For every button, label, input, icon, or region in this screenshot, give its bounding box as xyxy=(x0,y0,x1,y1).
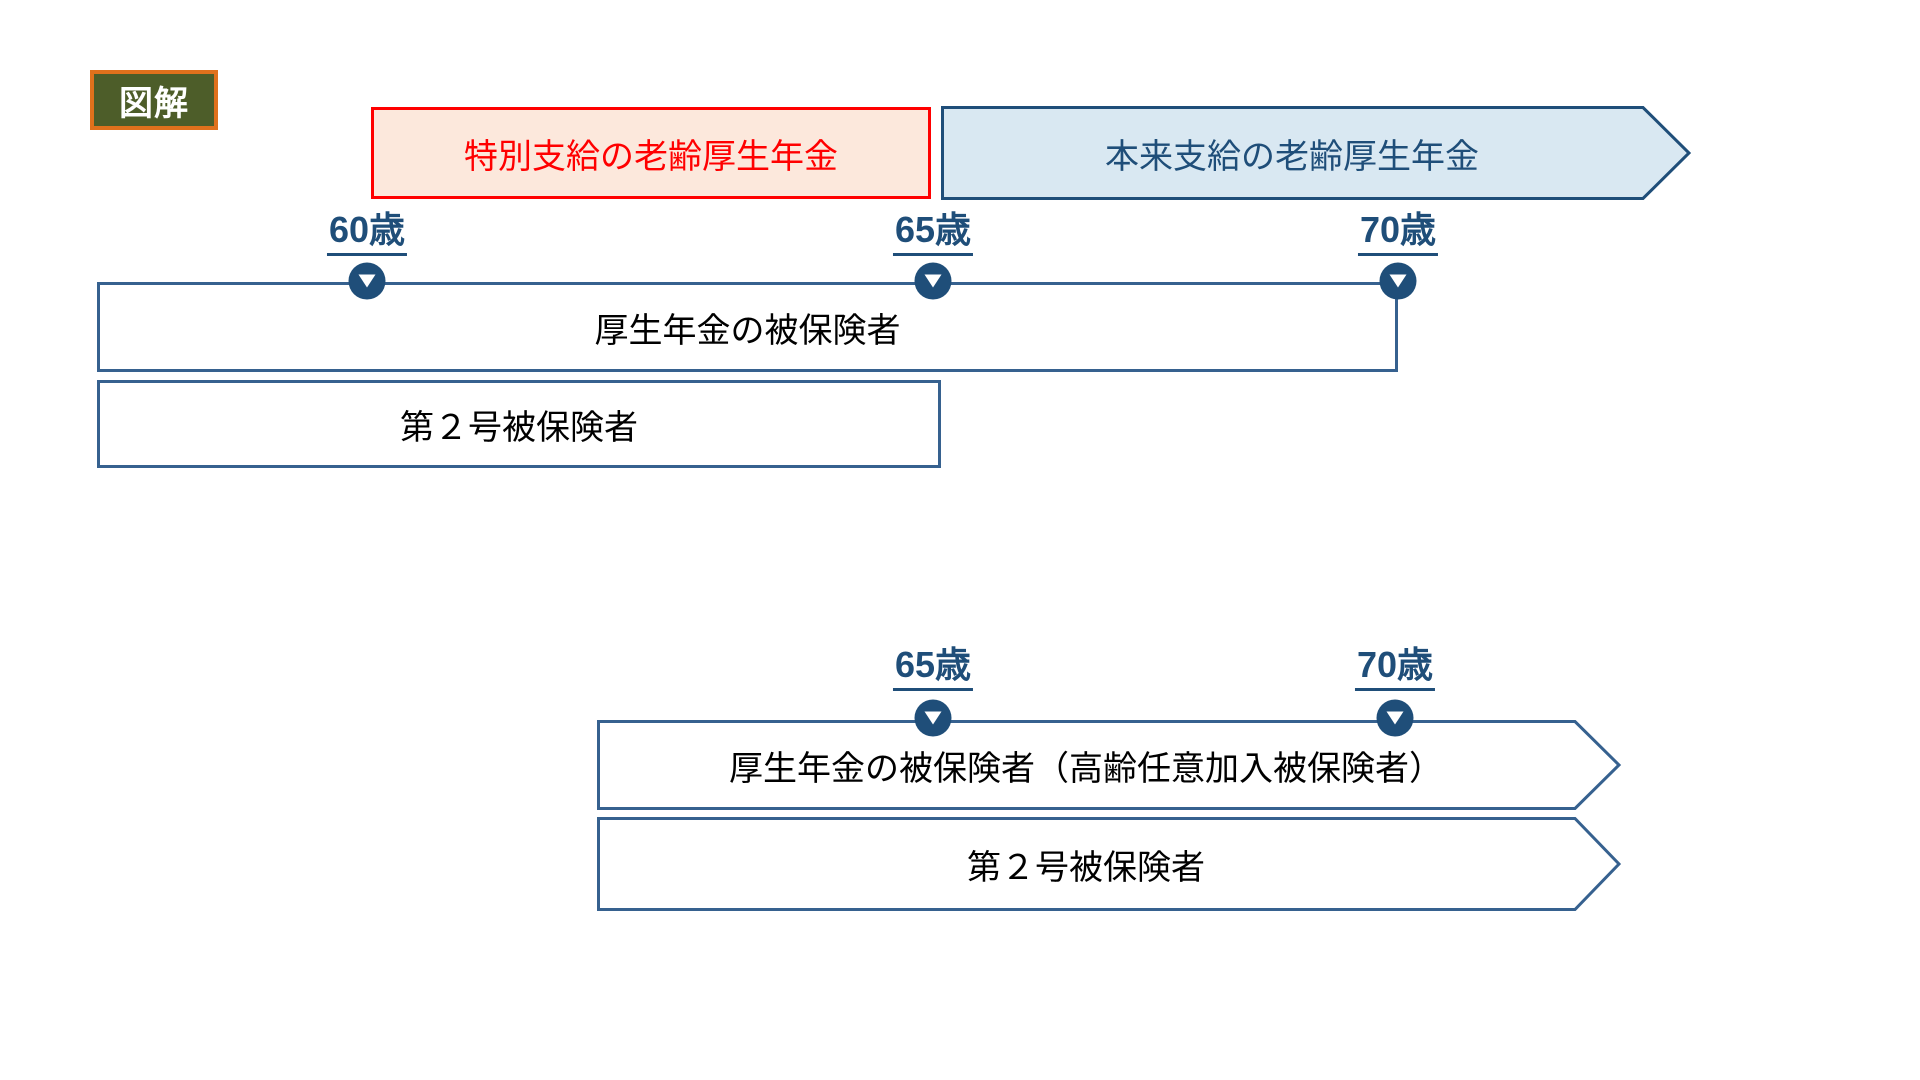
insured-person-box: 厚生年金の被保険者 xyxy=(97,282,1398,372)
special-pension-label: 特別支給の老齢厚生年金 xyxy=(464,137,838,176)
category2-insured-label-upper: 第２号被保険者 xyxy=(400,408,638,447)
special-pension-box: 特別支給の老齢厚生年金 xyxy=(371,107,931,199)
diagram-badge: 図解 xyxy=(90,70,218,130)
regular-pension-arrow-shape xyxy=(941,106,1691,200)
insured-person-label: 厚生年金の被保険者 xyxy=(594,311,901,350)
age-marker-65-lower-icon xyxy=(914,699,952,737)
age-marker-65-icon xyxy=(914,262,952,300)
category2-insured-arrow-shape xyxy=(597,817,1622,911)
age-label-70: 70歳 xyxy=(1357,210,1439,256)
voluntary-insured-arrow-shape xyxy=(597,720,1622,810)
category2-insured-box-upper: 第２号被保険者 xyxy=(97,380,941,468)
age-label-65-lower: 65歳 xyxy=(892,645,974,691)
age-label-70-lower: 70歳 xyxy=(1354,645,1436,691)
age-marker-60-icon xyxy=(348,262,386,300)
age-marker-70-icon xyxy=(1379,262,1417,300)
diagram-badge-label: 図解 xyxy=(119,84,189,123)
age-marker-70-lower-icon xyxy=(1376,699,1414,737)
age-label-60: 60歳 xyxy=(326,210,408,256)
age-label-65: 65歳 xyxy=(892,210,974,256)
